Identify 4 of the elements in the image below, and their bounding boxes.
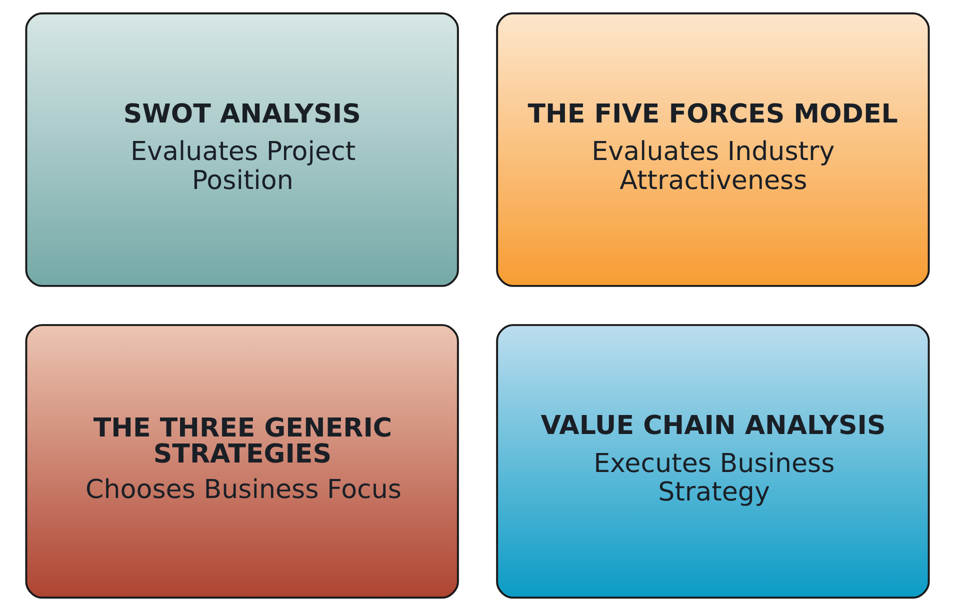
node-box: VALUE CHAIN ANALYSIS Executes Business Strategy xyxy=(496,324,930,599)
node-box: THE FIVE FORCES MODEL Evaluates Industry Attractiveness xyxy=(496,12,930,287)
node-box: SWOT ANALYSIS Evaluates Project Position xyxy=(24,12,458,287)
node-box: THE THREE GENERIC STRATEGIES Chooses Business Focus xyxy=(24,324,458,599)
